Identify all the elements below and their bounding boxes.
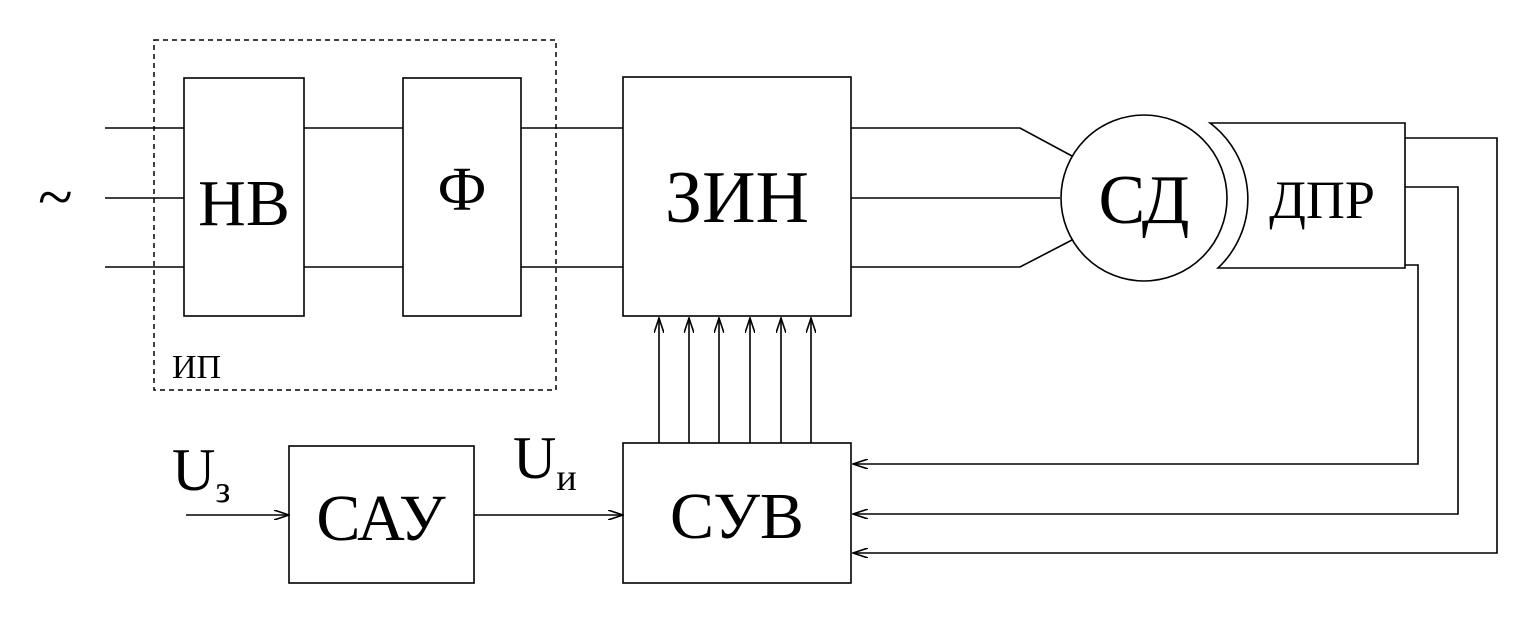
inverter-label: ЗИН <box>665 157 809 239</box>
ac-input-symbol: ~ <box>38 161 73 232</box>
switching-control-block <box>622 442 852 584</box>
filter-to-inverter-lines <box>521 127 623 268</box>
rectifier-to-filter-lines <box>304 127 403 268</box>
rectifier-block <box>183 77 305 317</box>
rotor-position-sensor-label: ДПР <box>1269 170 1375 230</box>
sensor-feedback-lines <box>853 137 1498 553</box>
inverter-to-motor-lines <box>851 127 1073 268</box>
ac-input-lines <box>105 127 184 268</box>
control-signal-arrows <box>659 318 811 443</box>
rectifier-label: НВ <box>198 167 290 240</box>
motor-label: СД <box>1099 162 1190 239</box>
output-signal-label: Uи <box>513 425 577 499</box>
setpoint-signal-label: Uз <box>172 437 230 511</box>
inverter-block <box>622 76 852 317</box>
filter-label: Ф <box>438 156 487 224</box>
rotor-position-sensor-block <box>1207 122 1406 269</box>
control-system-label: САУ <box>316 482 446 555</box>
filter-block <box>402 77 522 317</box>
power-supply-group-label: ИП <box>172 349 221 386</box>
switching-control-label: СУВ <box>670 480 804 553</box>
motor-circle <box>1060 114 1228 282</box>
power-supply-group-border <box>153 39 557 391</box>
